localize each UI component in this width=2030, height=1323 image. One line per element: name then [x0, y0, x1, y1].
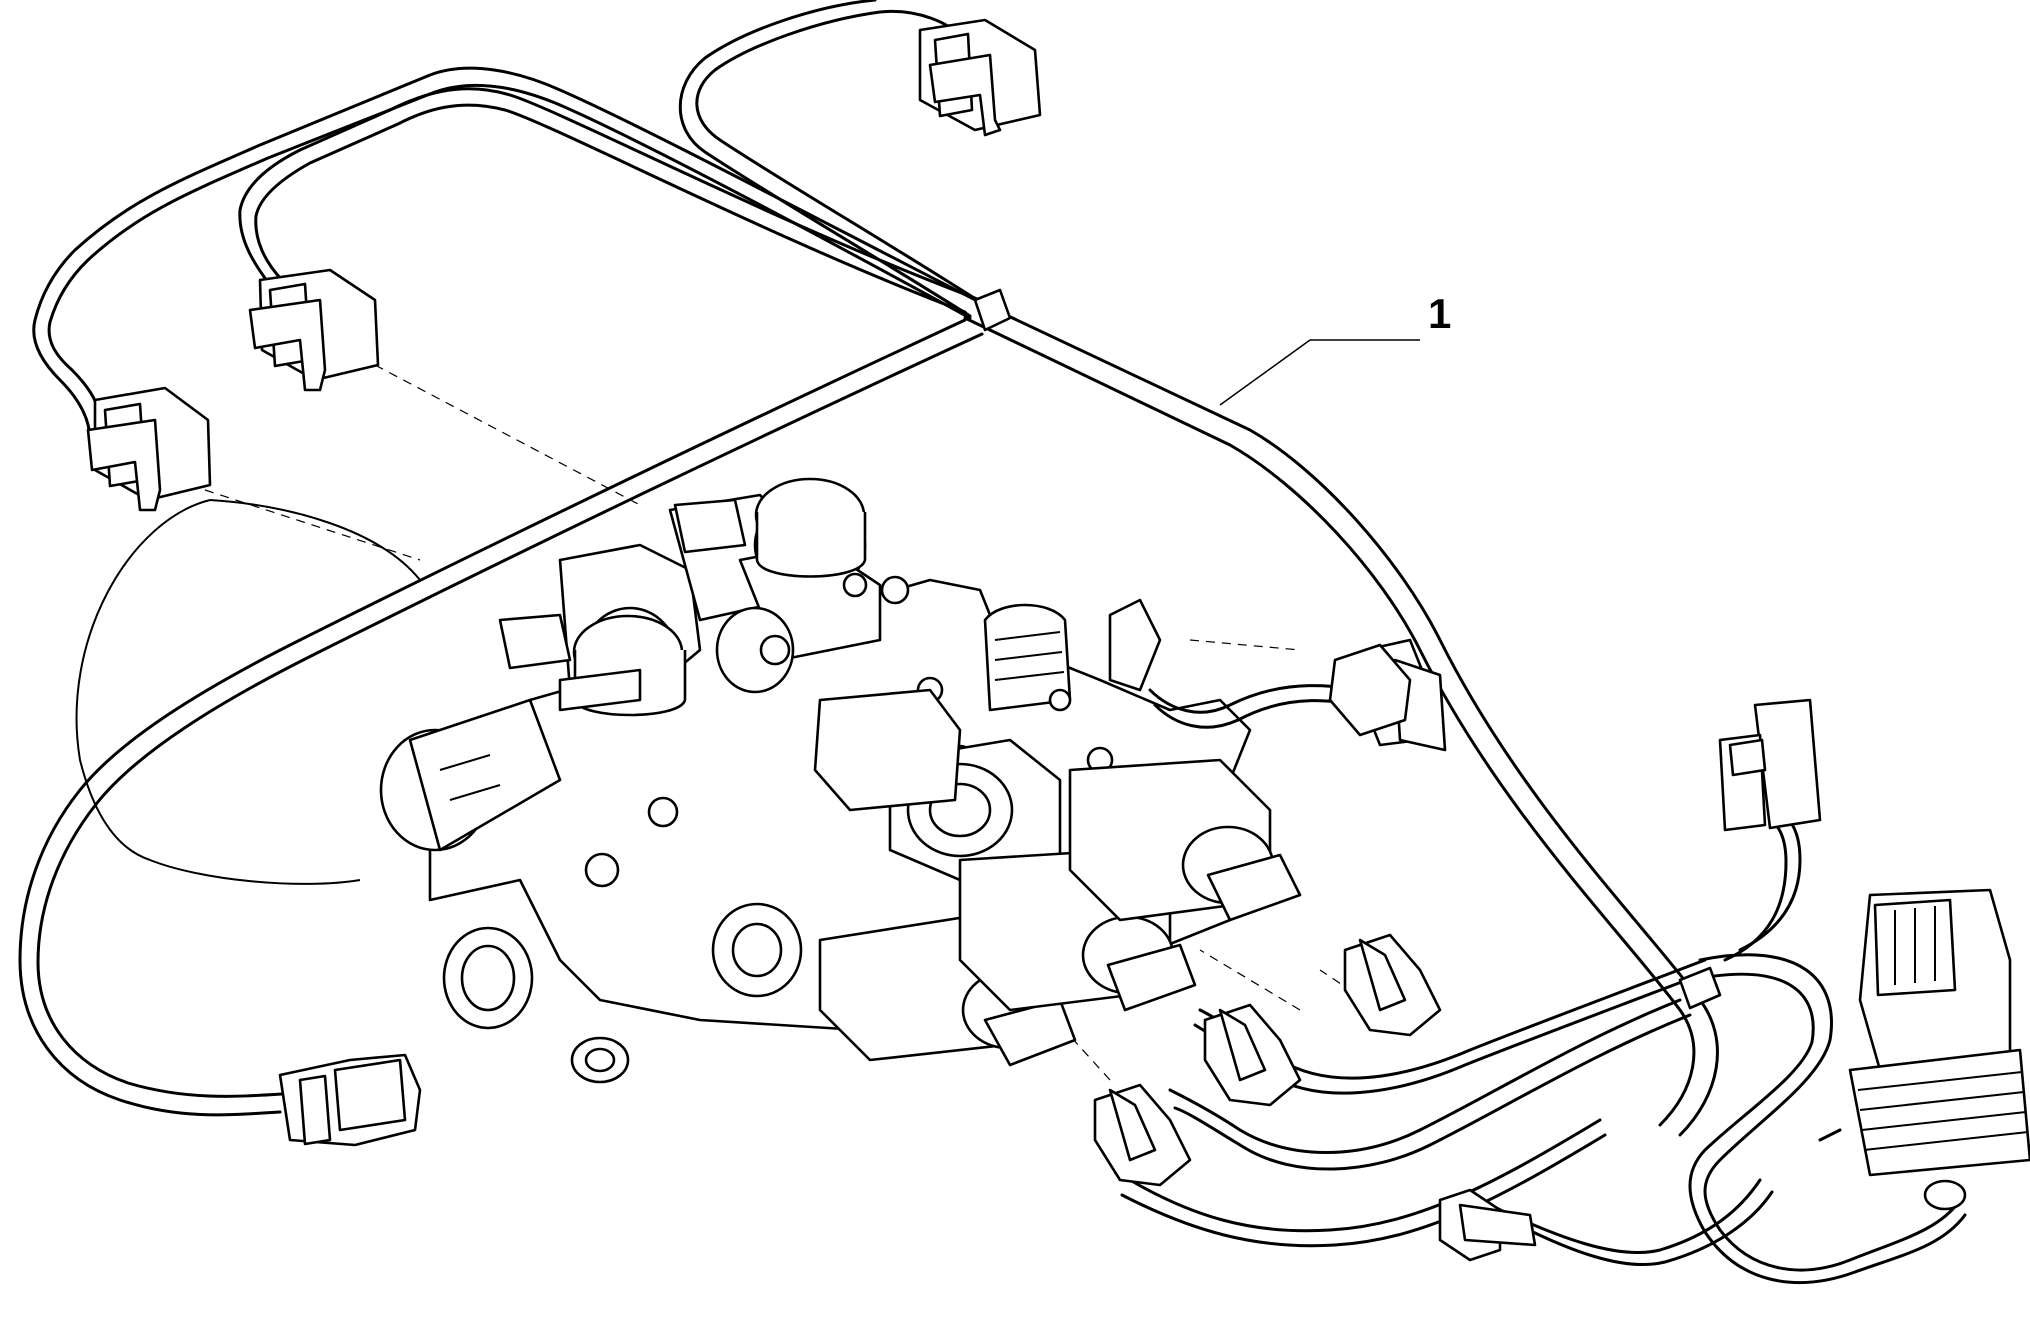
callout-1-leader — [1219, 339, 1420, 406]
solenoid-valve-3 — [1068, 758, 1302, 922]
pressure-sensor-right — [673, 477, 867, 578]
pressure-sensor-left — [498, 613, 687, 717]
wiring-harness — [18, 0, 1967, 1284]
connector-solenoid-1 — [1343, 933, 1442, 1037]
connector-right-upper — [1718, 698, 1822, 832]
connector-top — [918, 18, 1042, 137]
grommet-mid — [1328, 643, 1412, 737]
callout-1-label: 1 — [1428, 290, 1452, 337]
connector-bottom-left — [278, 1053, 422, 1147]
connector-solenoid-3 — [1093, 1083, 1192, 1187]
grommet-bottom — [1438, 1188, 1537, 1262]
connector-solenoid-2 — [1203, 1003, 1302, 1107]
accumulator-outline — [75, 499, 421, 885]
connector-main-plug — [1848, 888, 2030, 1211]
solenoid-valve-4 — [813, 688, 962, 812]
connector-left — [86, 386, 212, 512]
connector-upper-left — [248, 268, 380, 392]
